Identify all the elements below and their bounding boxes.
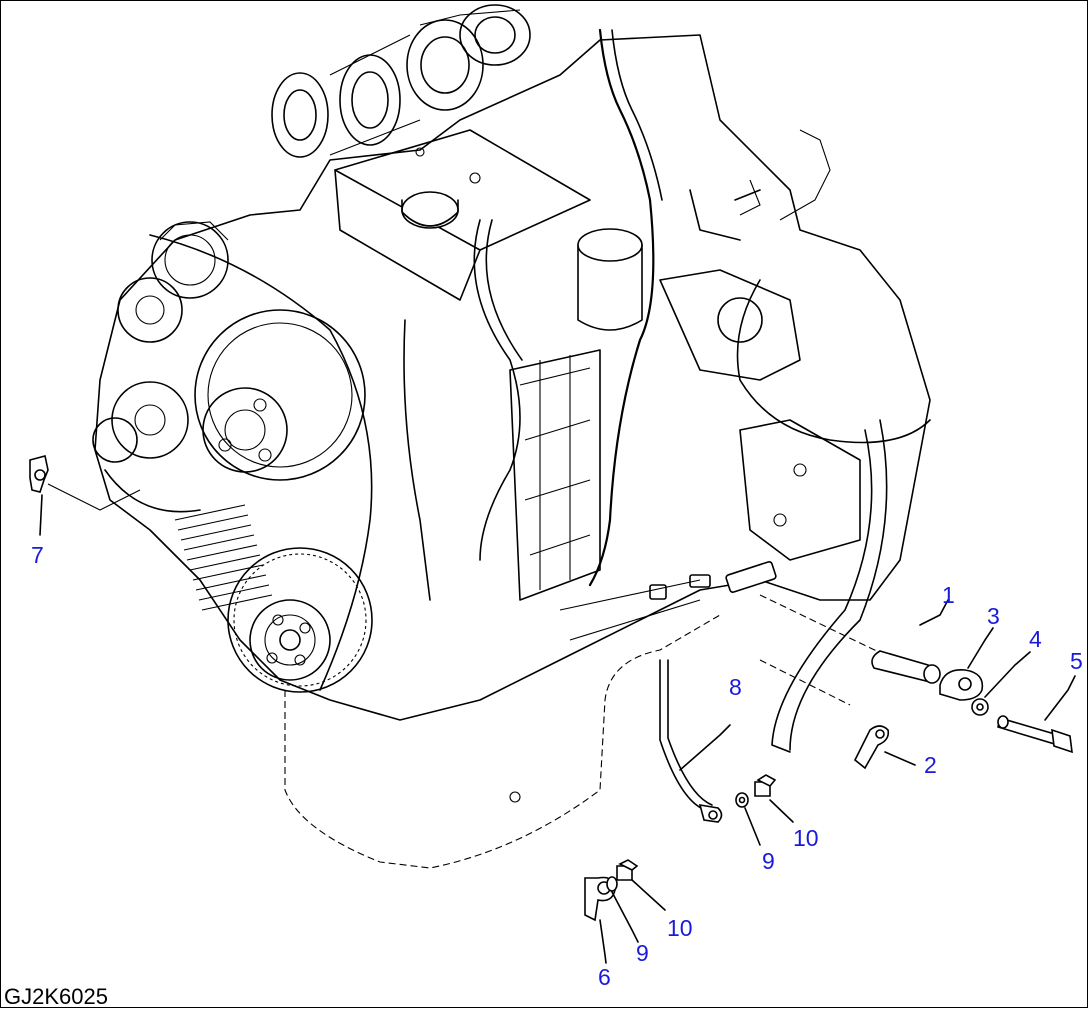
callout-2: 2 — [924, 752, 937, 778]
engine-block-outline — [94, 34, 931, 721]
part-8-ground-cable — [679, 724, 731, 823]
right-side-components — [659, 129, 861, 561]
part-3-clamp — [939, 627, 994, 701]
callout-1: 1 — [942, 582, 955, 608]
alternator — [117, 221, 229, 343]
exploded-parts — [29, 455, 1076, 964]
connector-cluster — [559, 561, 777, 641]
callout-10-upper: 10 — [793, 825, 819, 851]
part-9-washer-lower — [606, 876, 639, 943]
callout-4: 4 — [1029, 626, 1042, 652]
valve-cover — [334, 129, 591, 301]
part-1-spacer — [871, 599, 949, 684]
callout-6: 6 — [598, 964, 611, 990]
callout-9-lower: 9 — [636, 940, 649, 966]
part-4-washer — [971, 651, 1031, 716]
cooling-fins — [174, 504, 273, 611]
drain-plug — [509, 791, 521, 803]
callout-8: 8 — [729, 674, 742, 700]
oil-pan — [284, 614, 721, 869]
callout-9-upper: 9 — [762, 848, 775, 874]
part-2-clip — [853, 725, 916, 770]
part-10-bolt-upper — [754, 774, 794, 823]
callout-10-lower: 10 — [667, 915, 693, 941]
ecu-box — [509, 349, 601, 601]
part-7-clip — [29, 455, 141, 536]
part-10-bolt-lower — [616, 859, 666, 911]
turbocharger — [271, 4, 531, 158]
part-9-washer-upper — [735, 792, 761, 846]
drawing-id-label: GJ2K6025 — [4, 984, 108, 1009]
oil-filler-cap — [401, 191, 459, 229]
part-5-bolt — [997, 675, 1076, 754]
fuel-filter — [577, 228, 643, 331]
water-pump — [92, 381, 201, 513]
callout-5: 5 — [1070, 648, 1083, 674]
crank-pulley — [194, 309, 366, 481]
callout-7: 7 — [31, 542, 44, 568]
callout-3: 3 — [987, 603, 1000, 629]
drive-belt — [149, 234, 373, 691]
harness-and-hoses — [403, 28, 931, 811]
front-gear — [227, 547, 373, 693]
engine-assembly — [92, 4, 931, 869]
